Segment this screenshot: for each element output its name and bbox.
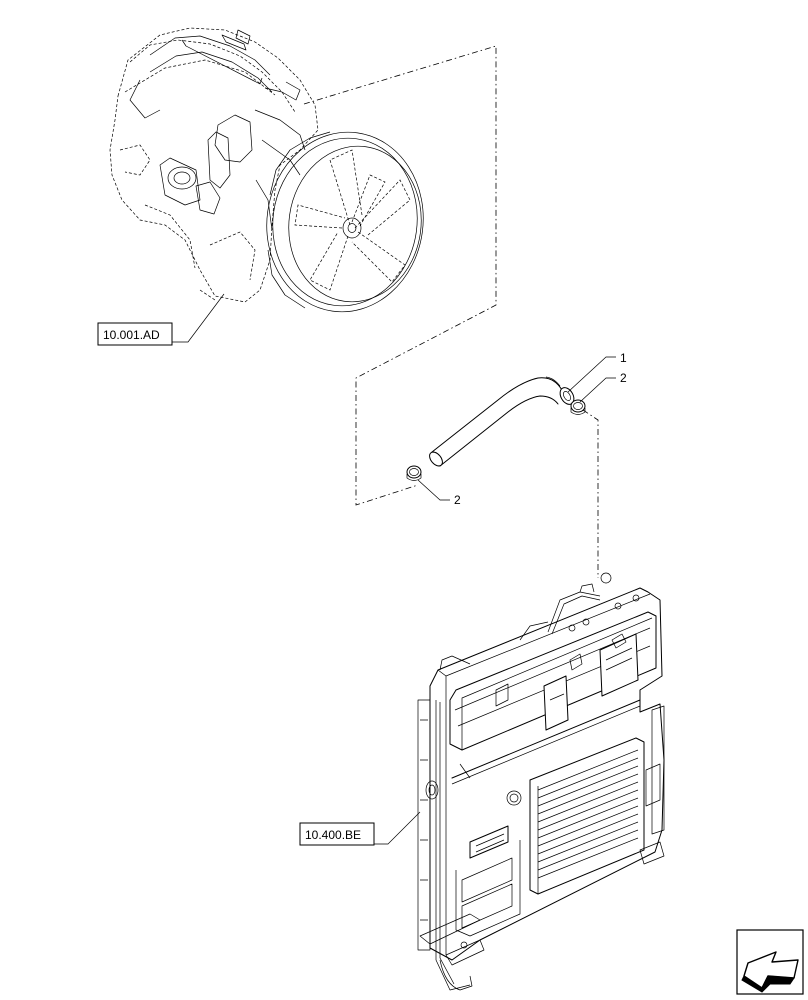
hose-clamp-upper (570, 399, 586, 415)
reference-box-engine[interactable]: 10.001.AD (97, 322, 173, 346)
next-page-arrow-icon[interactable] (736, 929, 804, 995)
engine-drawing (109, 27, 424, 313)
radiator-hose (429, 376, 575, 467)
callout-clamp-lower: 2 (454, 493, 461, 507)
leader-lines (172, 293, 616, 845)
reference-label-engine: 10.001.AD (103, 328, 160, 342)
reference-label-radiator: 10.400.BE (305, 828, 361, 842)
phantom-lines (303, 45, 599, 578)
callout-clamp-upper: 2 (620, 371, 627, 385)
reference-box-radiator[interactable]: 10.400.BE (299, 822, 375, 846)
hose-clamp-lower (406, 465, 422, 481)
callout-hose: 1 (620, 351, 627, 365)
radiator-drawing (417, 572, 665, 991)
